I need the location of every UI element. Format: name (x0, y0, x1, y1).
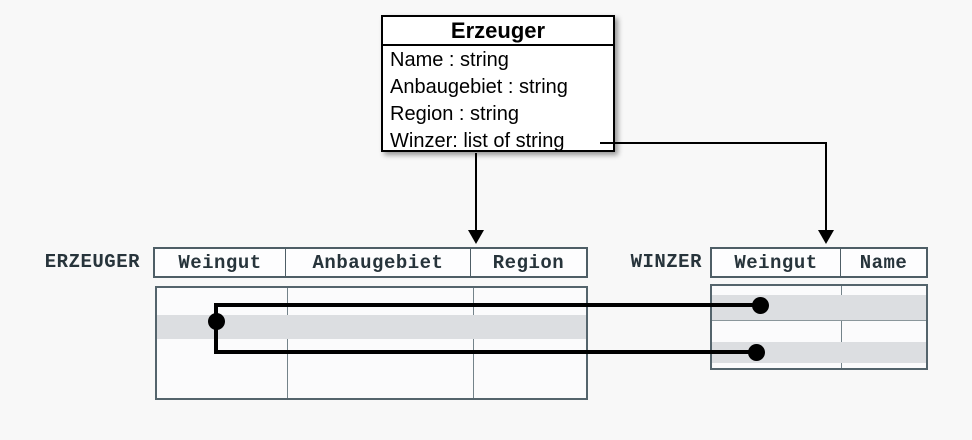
arrow-to-winzer-vline (825, 142, 827, 231)
erzeuger-table-label: ERZEUGER (44, 251, 140, 273)
connector-dot-winzer-row2 (748, 344, 765, 361)
winzer-col-name: Name (859, 251, 908, 274)
erzeuger-body-divider-2 (473, 288, 474, 398)
winzer-col-weingut: Weingut (712, 249, 841, 276)
class-attribute-anbaugebiet: Anbaugebiet : string (390, 76, 568, 98)
winzer-row-gridline (712, 320, 926, 321)
winzer-shaded-row-1 (712, 295, 926, 320)
winzer-body-divider (841, 286, 842, 368)
class-attribute-name: Name : string (390, 49, 509, 71)
class-attribute-winzer: Winzer: list of string (390, 130, 565, 152)
erzeuger-col-anbaugebiet: Anbaugebiet (286, 249, 471, 276)
winzer-table-body (710, 284, 928, 370)
arrow-to-winzer-head-icon (818, 230, 834, 244)
winzer-shaded-row-2 (712, 342, 926, 363)
winzer-table-label: WINZER (630, 251, 702, 273)
arrow-to-erzeuger-line (475, 153, 477, 231)
connector-top-line (216, 303, 760, 307)
erzeuger-col-region: Region (492, 251, 565, 274)
class-box-erzeuger: Erzeuger Name : string Anbaugebiet : str… (381, 15, 615, 152)
erzeuger-table-header: Weingut Anbaugebiet Region (153, 247, 588, 278)
connector-dot-erzeuger (208, 313, 225, 330)
connector-dot-winzer-row1 (752, 297, 769, 314)
winzer-table-header: Weingut Name (710, 247, 928, 278)
class-attribute-region: Region : string (390, 103, 519, 125)
erzeuger-shaded-row (157, 315, 586, 339)
erzeuger-body-divider-1 (287, 288, 288, 398)
arrow-to-winzer-hline (600, 142, 826, 144)
arrow-to-erzeuger-head-icon (468, 230, 484, 244)
erzeuger-col-weingut: Weingut (155, 249, 286, 276)
class-attribute-list: Name : string Anbaugebiet : string Regio… (383, 46, 613, 155)
class-title: Erzeuger (383, 17, 613, 46)
connector-bottom-line (216, 350, 757, 354)
